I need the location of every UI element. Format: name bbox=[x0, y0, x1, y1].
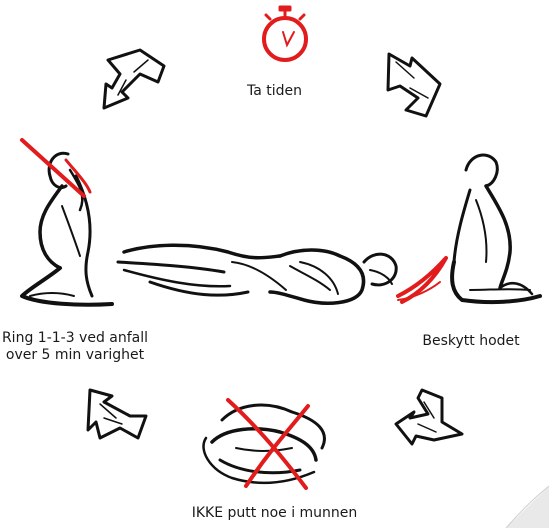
step-call-label: Ring 1-1-3 ved anfall over 5 min varighe… bbox=[0, 330, 150, 364]
kneeling-person-icon bbox=[452, 155, 540, 302]
lying-person-icon bbox=[118, 245, 396, 303]
kneeling-person-icon bbox=[22, 153, 112, 305]
step-call-line-1: Ring 1-1-3 ved anfall bbox=[0, 330, 150, 347]
stopwatch-icon bbox=[264, 6, 306, 60]
step-protect-head-label: Beskytt hodet bbox=[396, 333, 546, 350]
step-no-mouth-label: IKKE putt noe i munnen bbox=[0, 505, 549, 522]
step-call-line-2: over 5 min varighet bbox=[0, 347, 150, 364]
cycle-arrow-icon bbox=[88, 390, 146, 438]
pillow-icon bbox=[398, 258, 446, 302]
cycle-arrow-icon bbox=[396, 390, 462, 444]
lying-person-icon bbox=[204, 405, 325, 483]
step-time-label: Ta tiden bbox=[0, 83, 549, 100]
